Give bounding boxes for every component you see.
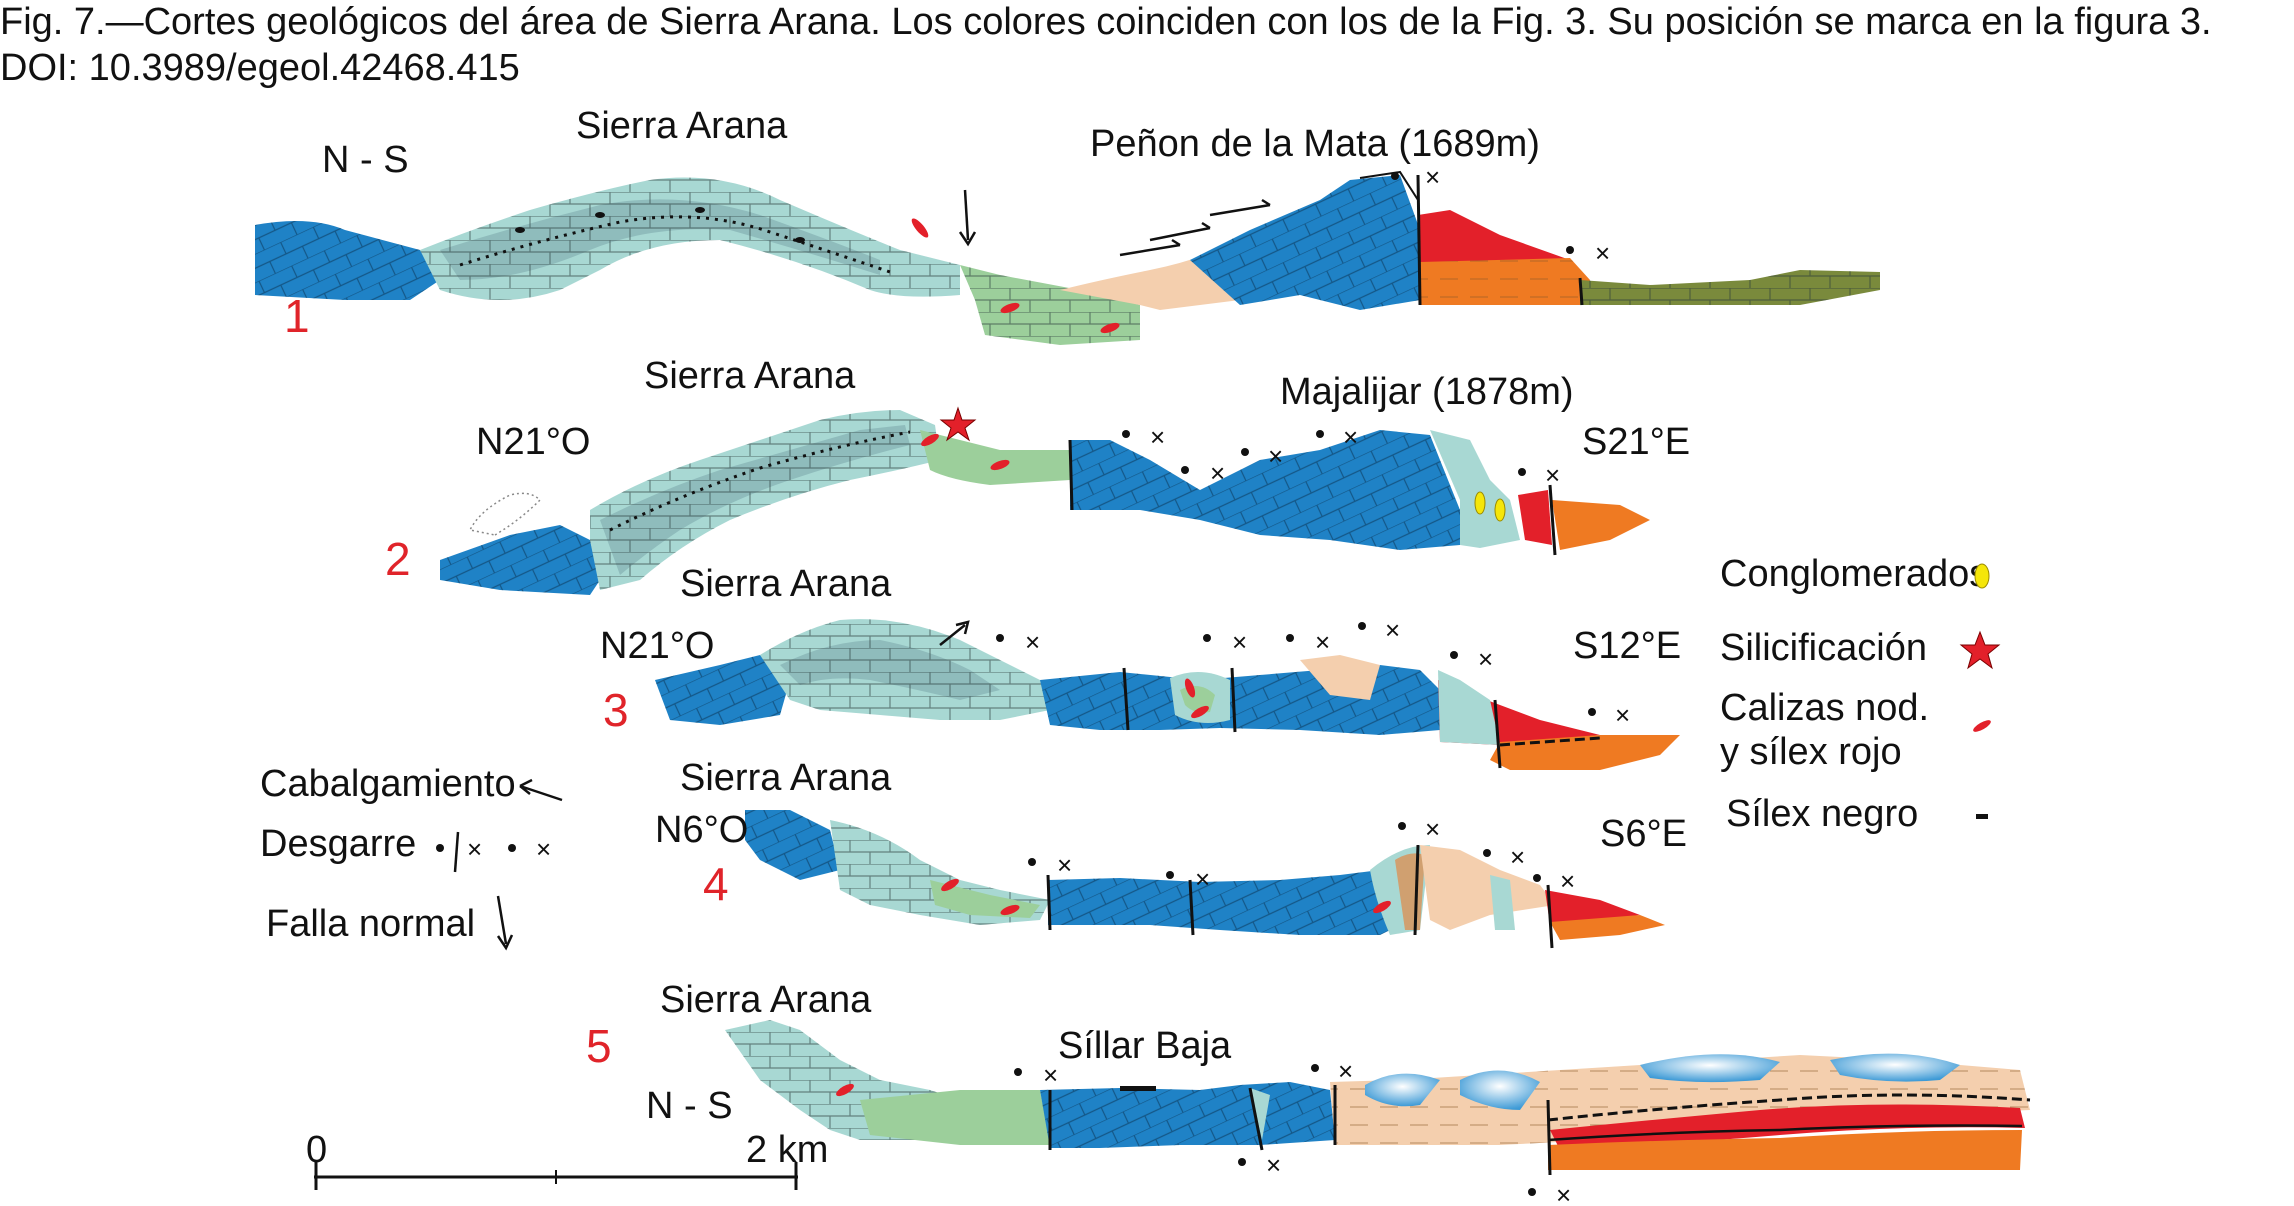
section-2-orange bbox=[1552, 500, 1650, 550]
place-label-1b: Peñon de la Mata (1689m) bbox=[1090, 123, 1540, 165]
svg-text:×: × bbox=[536, 834, 551, 864]
svg-text:×: × bbox=[1268, 441, 1283, 471]
section-2: × × × × × 2 N21°O S21°E Sierra Arana Maj… bbox=[385, 355, 1690, 595]
section-5: × × × × 5 N - S Sierra Arana Síllar Baja bbox=[586, 979, 2031, 1206]
structure-legend: Cabalgamiento Desgarre × × Falla normal bbox=[260, 763, 563, 951]
place-label-4a: Sierra Arana bbox=[680, 757, 892, 799]
section-4-peach bbox=[1420, 845, 1555, 930]
svg-text:×: × bbox=[1425, 814, 1440, 844]
orientation-label-3-left: N21°O bbox=[600, 625, 714, 667]
place-label-2b: Majalijar (1878m) bbox=[1280, 371, 1574, 413]
orientation-label-5: N - S bbox=[646, 1085, 733, 1127]
place-label-5a: Sierra Arana bbox=[660, 979, 872, 1021]
legend-black-chert-label: Sílex negro bbox=[1726, 793, 1918, 835]
svg-text:×: × bbox=[1615, 700, 1630, 730]
orientation-label-3-right: S12°E bbox=[1573, 625, 1681, 667]
section-number-4: 4 bbox=[703, 858, 729, 910]
lithology-legend: Conglomerados Silicificación Calizas nod… bbox=[1720, 553, 2001, 835]
section-number-1: 1 bbox=[284, 290, 310, 342]
section-4: × × × × × 4 N6°O S6°E Sierra Arana bbox=[655, 757, 1687, 949]
legend-conglomerates-label: Conglomerados bbox=[1720, 553, 1988, 595]
legend-silicification-label: Silicificación bbox=[1720, 627, 1927, 669]
svg-text:×: × bbox=[1343, 422, 1358, 452]
section-1-red bbox=[1418, 210, 1570, 265]
svg-text:×: × bbox=[1057, 850, 1072, 880]
svg-text:×: × bbox=[1545, 460, 1560, 490]
legend-normal-fault-label: Falla normal bbox=[266, 903, 475, 945]
doi-line: DOI: 10.3989/egeol.42468.415 bbox=[0, 47, 520, 89]
svg-text:×: × bbox=[1315, 627, 1330, 657]
section-2-green bbox=[920, 430, 1070, 485]
orientation-label-4-right: S6°E bbox=[1600, 813, 1687, 855]
svg-text:×: × bbox=[1210, 458, 1225, 488]
thrust-symbol-icon bbox=[519, 778, 563, 802]
legend-nodular-limestone-label: Calizas nod. bbox=[1720, 687, 1929, 729]
section-5-orange bbox=[1548, 1130, 2022, 1170]
scale-end-label: 2 km bbox=[746, 1129, 828, 1171]
section-3: × × × × × × 3 N21°O S12°E Sierra Arana bbox=[600, 563, 1681, 770]
section-5-red bbox=[1550, 1104, 2025, 1150]
section-3-peach bbox=[1300, 655, 1380, 700]
section-5-blue-cloud-1 bbox=[1365, 1073, 1440, 1107]
place-label-3a: Sierra Arana bbox=[680, 563, 892, 605]
svg-text:×: × bbox=[467, 834, 482, 864]
section-1: × × 1 N - S Sierra Arana Peñon de la Mat… bbox=[255, 105, 1880, 345]
scale-start-label: 0 bbox=[306, 1129, 327, 1171]
section-number-5: 5 bbox=[586, 1020, 612, 1072]
place-label-1a: Sierra Arana bbox=[576, 105, 788, 147]
section-4-orange bbox=[1550, 915, 1665, 940]
place-label-5b: Síllar Baja bbox=[1058, 1025, 1232, 1067]
orientation-label-4-left: N6°O bbox=[655, 809, 748, 851]
section-5-green bbox=[860, 1090, 1050, 1145]
svg-text:×: × bbox=[1338, 1056, 1353, 1086]
svg-text:×: × bbox=[1266, 1150, 1281, 1180]
svg-text:×: × bbox=[1232, 627, 1247, 657]
svg-text:×: × bbox=[1195, 864, 1210, 894]
legend-red-chert-label: y sílex rojo bbox=[1720, 731, 1902, 773]
place-label-2a: Sierra Arana bbox=[644, 355, 856, 397]
legend-thrust-label: Cabalgamiento bbox=[260, 763, 516, 805]
silicification-star-icon bbox=[1959, 630, 2001, 670]
strike-slip-dot-icon bbox=[436, 844, 444, 852]
orientation-label-1: N - S bbox=[322, 139, 409, 181]
svg-text:×: × bbox=[1025, 627, 1040, 657]
section-5-blue-cloud-4 bbox=[1830, 1053, 1960, 1082]
scale-bar: 0 2 km bbox=[306, 1129, 828, 1190]
conglomerate-symbol-icon bbox=[1974, 563, 1990, 589]
svg-text:×: × bbox=[1478, 644, 1493, 674]
svg-text:×: × bbox=[1150, 422, 1165, 452]
svg-text:×: × bbox=[1595, 238, 1610, 268]
normal-fault-symbol-icon bbox=[496, 895, 514, 951]
section-number-2: 2 bbox=[385, 533, 411, 585]
section-4-red bbox=[1545, 890, 1640, 925]
figure-caption: Fig. 7.—Cortes geológicos del área de Si… bbox=[0, 1, 2212, 43]
black-chert-symbol-icon bbox=[1976, 814, 1988, 819]
svg-text:×: × bbox=[1556, 1180, 1571, 1206]
svg-text:×: × bbox=[1510, 842, 1525, 872]
svg-text:×: × bbox=[1385, 615, 1400, 645]
legend-strike-slip-label: Desgarre bbox=[260, 823, 416, 865]
section-2-outline-dotted bbox=[468, 492, 542, 536]
svg-text:×: × bbox=[1043, 1060, 1058, 1090]
orientation-label-2-right: S21°E bbox=[1582, 421, 1690, 463]
section-5-blue-cloud-3 bbox=[1640, 1054, 1780, 1083]
orientation-label-2-left: N21°O bbox=[476, 421, 590, 463]
section-number-3: 3 bbox=[603, 684, 629, 736]
section-1-blue-left-texture bbox=[255, 221, 440, 300]
red-chert-symbol-icon bbox=[1973, 720, 1991, 732]
svg-text:×: × bbox=[1425, 162, 1440, 192]
section-2-red bbox=[1518, 490, 1552, 545]
section-5-blue-cloud-2 bbox=[1460, 1070, 1540, 1110]
svg-text:×: × bbox=[1560, 866, 1575, 896]
